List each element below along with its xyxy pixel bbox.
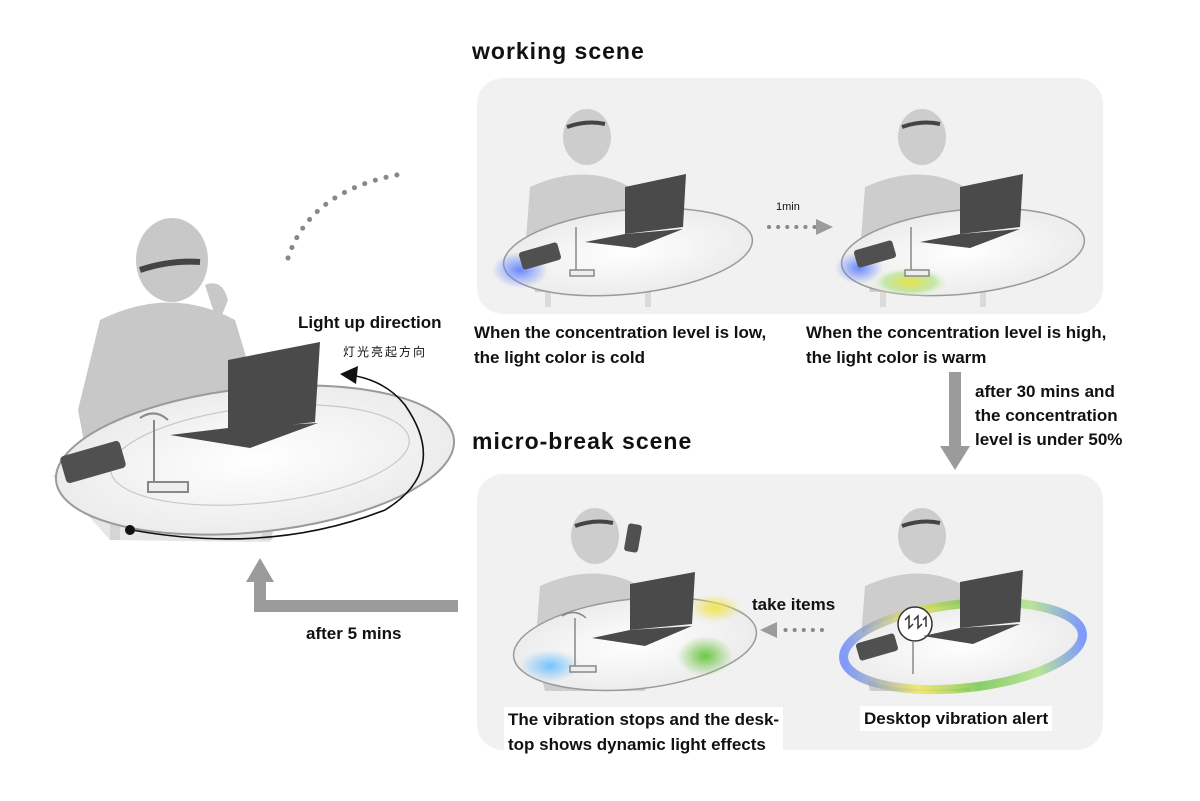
phone-icon bbox=[624, 523, 642, 553]
lamp-icon bbox=[561, 611, 597, 673]
after-five-arrowhead bbox=[246, 558, 274, 582]
caption-high-concentration: When the concentration level is high, th… bbox=[802, 320, 1111, 370]
caption-vibration-alert: Desktop vibration alert bbox=[860, 706, 1053, 731]
vibration-icon bbox=[897, 606, 933, 642]
phone-icon bbox=[519, 242, 561, 270]
main-scene-illustration bbox=[52, 218, 456, 542]
lamp-icon bbox=[139, 412, 189, 493]
label-line: after 30 mins and bbox=[975, 382, 1115, 401]
dotted-arc bbox=[285, 171, 405, 261]
caption-line: the light color is cold bbox=[474, 348, 645, 367]
scene-low-concentration bbox=[492, 109, 754, 307]
down-arrow-shaft bbox=[949, 372, 961, 447]
lamp-icon bbox=[569, 227, 595, 277]
scene-vibration-alert bbox=[839, 508, 1087, 695]
caption-dynamic-light: The vibration stops and the desk- top sh… bbox=[504, 707, 784, 757]
micro-break-scene-title: micro-break scene bbox=[472, 428, 693, 454]
working-scene-title: working scene bbox=[472, 38, 645, 64]
light-direction-start-dot bbox=[125, 525, 135, 535]
phone-icon bbox=[60, 440, 126, 484]
light-direction-arc bbox=[131, 374, 425, 540]
laptop-icon bbox=[923, 570, 1023, 644]
lamp-icon bbox=[904, 227, 930, 277]
scene-dynamic-light bbox=[512, 508, 758, 692]
light-direction-label: Light up direction bbox=[298, 313, 442, 332]
label-line: the concentration bbox=[975, 406, 1118, 425]
laptop-icon bbox=[585, 174, 686, 248]
after-five-label: after 5 mins bbox=[306, 624, 402, 643]
caption-line: top shows dynamic light effects bbox=[508, 735, 766, 754]
caption-line: When the concentration level is high, bbox=[806, 323, 1107, 342]
scene-high-concentration bbox=[835, 109, 1086, 307]
laptop-icon bbox=[920, 174, 1023, 248]
one-min-label: 1min bbox=[776, 201, 800, 213]
phone-icon bbox=[856, 633, 898, 661]
phone-icon bbox=[854, 240, 896, 268]
label-line: level is under 50% bbox=[975, 430, 1123, 449]
caption-line: When the concentration level is low, bbox=[474, 323, 767, 342]
headband-icon bbox=[139, 258, 201, 273]
laptop-icon bbox=[592, 572, 695, 646]
caption-low-concentration: When the concentration level is low, the… bbox=[470, 320, 771, 370]
after-thirty-label: after 30 mins and the concentration leve… bbox=[975, 380, 1122, 452]
take-items-label: take items bbox=[752, 595, 836, 614]
after-five-arrow bbox=[254, 580, 458, 612]
light-direction-arrowhead bbox=[340, 366, 358, 384]
laptop-icon bbox=[170, 342, 320, 448]
down-arrow-head bbox=[940, 446, 970, 470]
light-direction-cn-label: 灯光亮起方向 bbox=[343, 345, 428, 359]
caption-line: the light color is warm bbox=[806, 348, 987, 367]
caption-line: The vibration stops and the desk- bbox=[508, 710, 780, 729]
